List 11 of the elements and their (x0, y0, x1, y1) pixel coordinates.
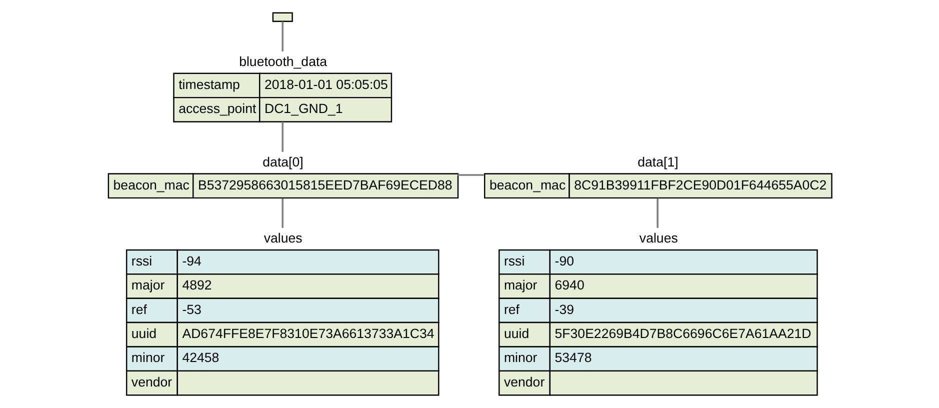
connector (458, 174, 484, 176)
connector (282, 122, 284, 152)
node-label: data[0] (262, 154, 304, 170)
node-label: values (639, 230, 678, 246)
node-label: values (264, 230, 302, 246)
node-box (272, 12, 293, 22)
node-label: data[1] (638, 154, 678, 170)
connector (656, 198, 658, 228)
connector (282, 22, 284, 52)
connector (282, 198, 284, 228)
node-label: bluetooth_data (239, 54, 328, 69)
